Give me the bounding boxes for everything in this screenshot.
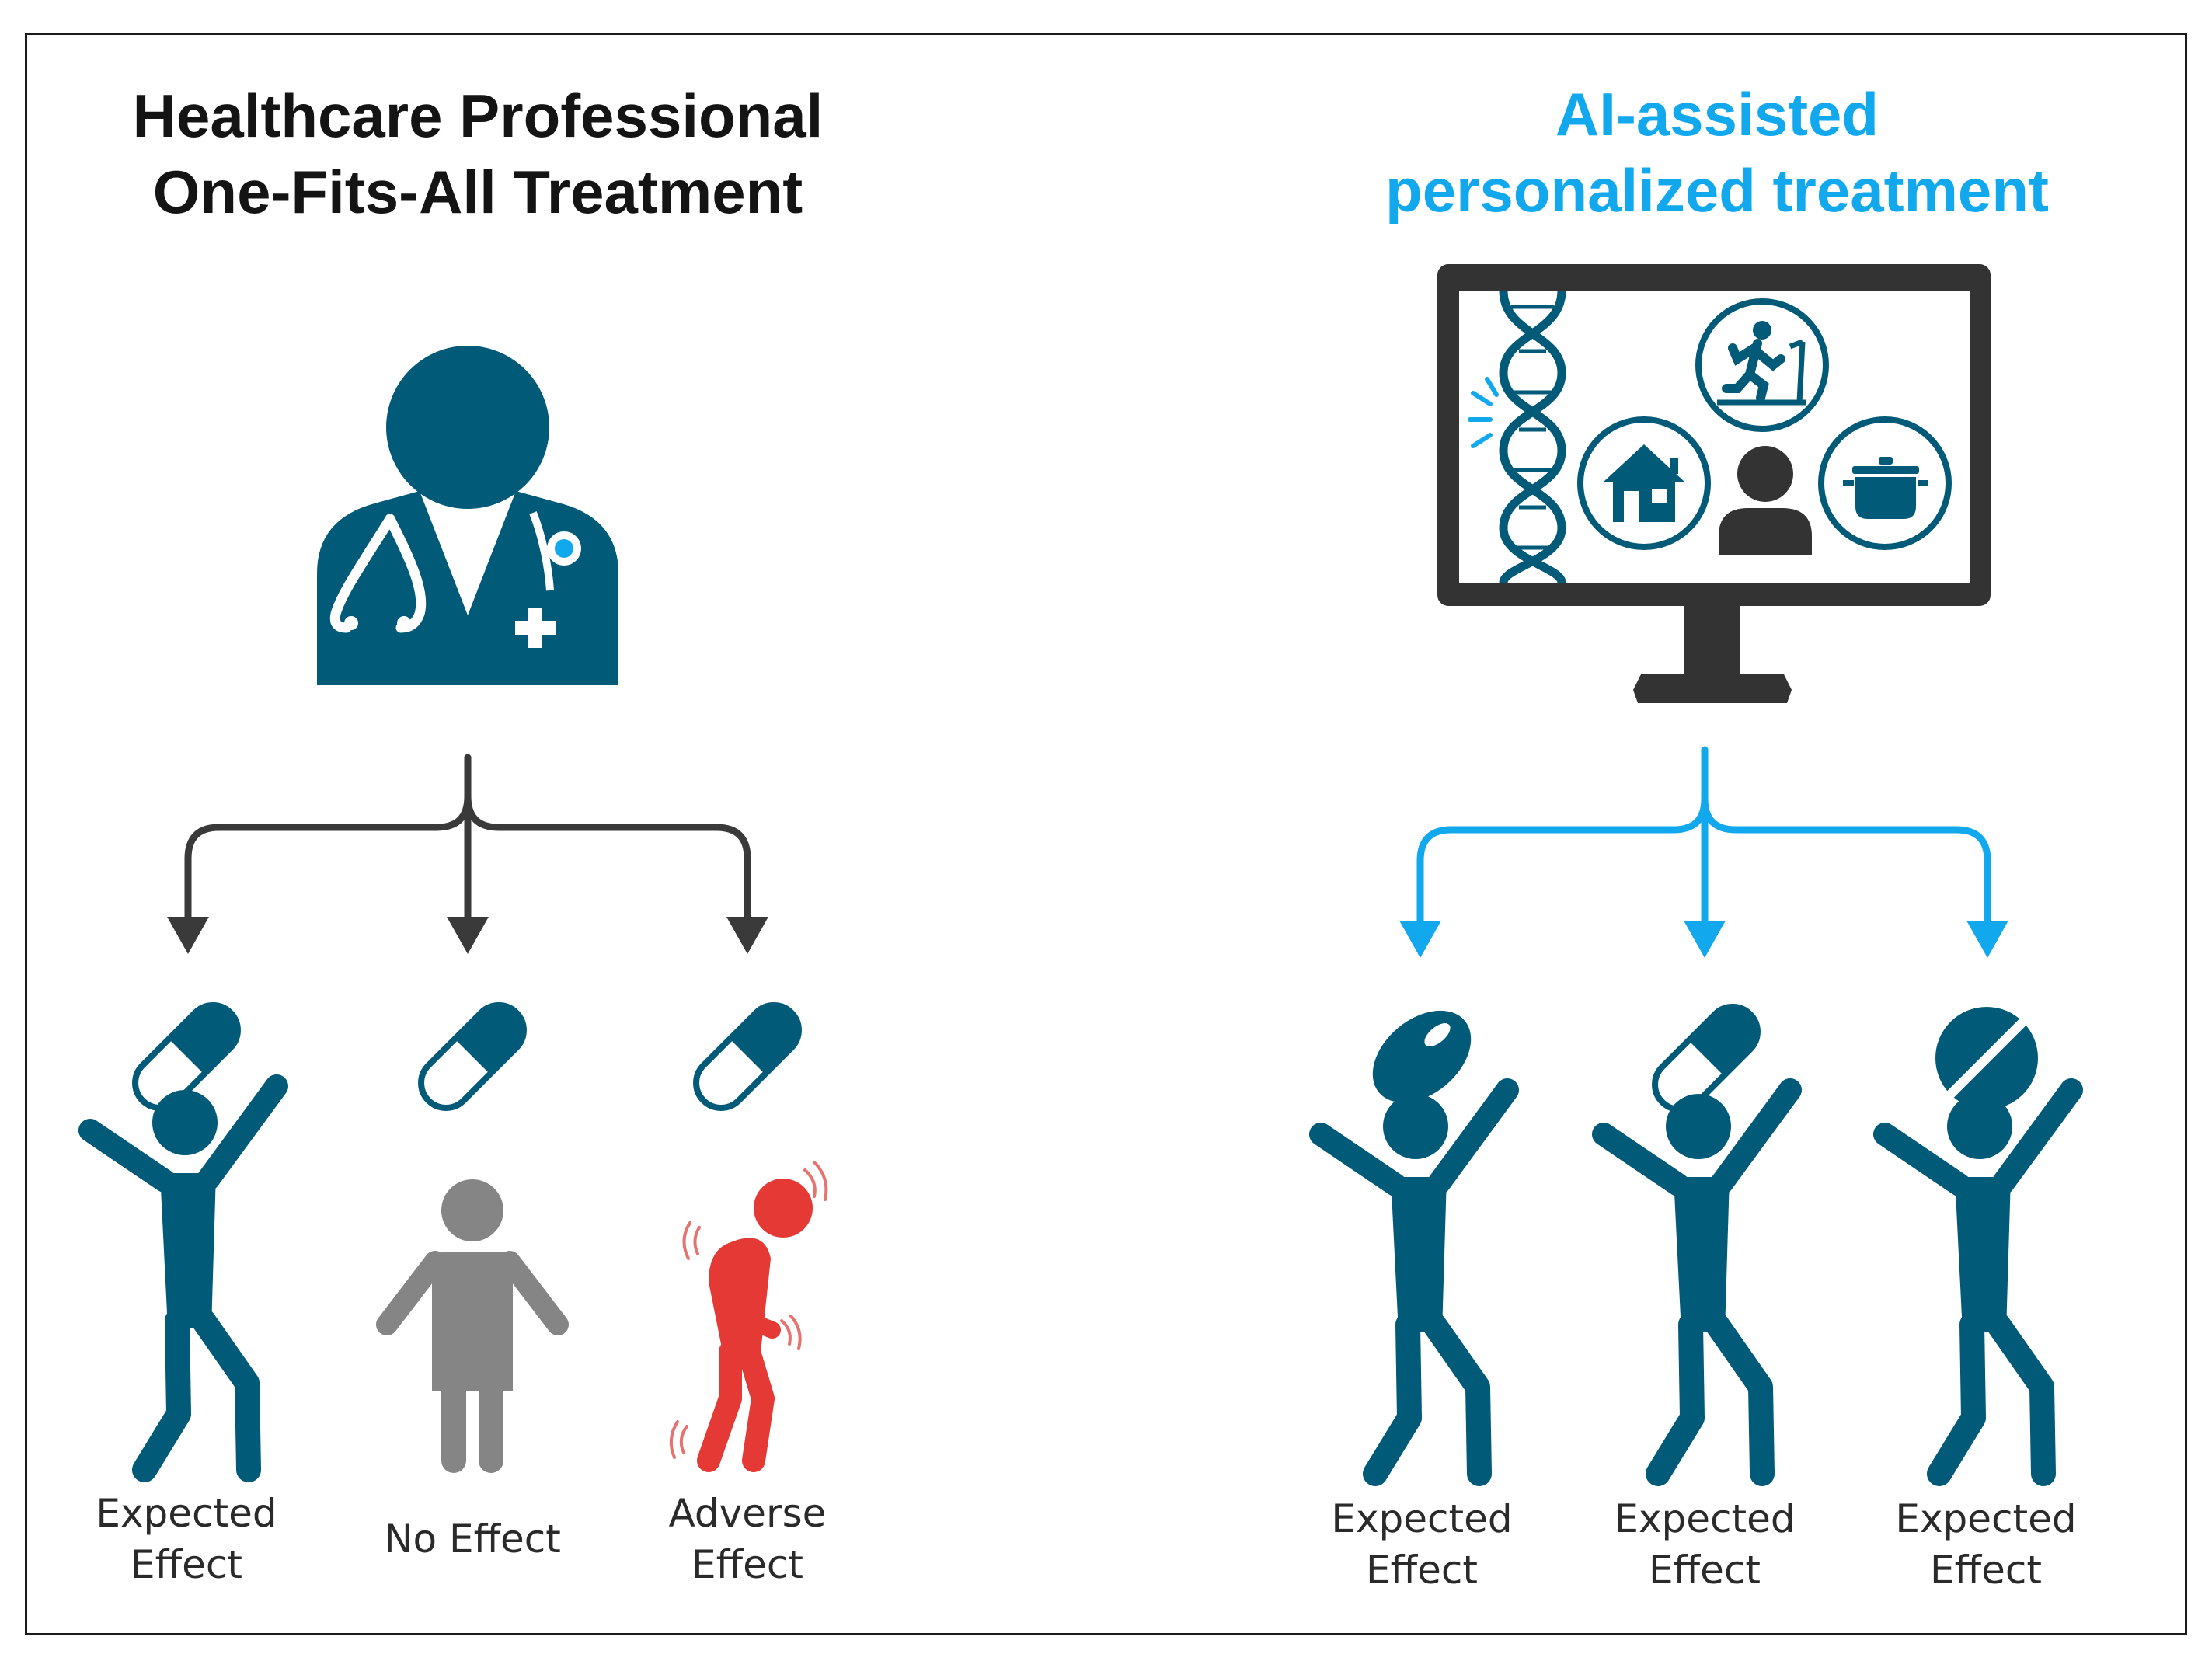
house-icon: [1577, 416, 1711, 550]
capsule-pill-icon: [686, 995, 809, 1118]
outcome-label-line: Expected: [1331, 1496, 1513, 1541]
right-title-line-2: personalized treatment: [1385, 156, 2049, 225]
outcome-label: Expected Effect: [70, 1488, 303, 1590]
arrowhead: [1399, 921, 1441, 958]
left-title-line-1: Healthcare Professional: [132, 82, 824, 150]
outcome-label-line: Expected: [1895, 1496, 2077, 1541]
outcome-label: No Effect: [356, 1513, 589, 1565]
arrowhead: [447, 917, 489, 954]
right-branch-arrows: [1416, 746, 1991, 925]
right-arrowheads: [1399, 921, 2008, 958]
outcome-label: Expected Effect: [1305, 1493, 1538, 1596]
happy-person-icon: [1321, 1090, 1507, 1474]
happy-person-icon: [90, 1086, 277, 1470]
arrowhead: [1684, 921, 1726, 958]
arrowhead: [167, 917, 209, 954]
outcome-label-line: Effect: [1930, 1548, 2042, 1593]
outcome-label: Expected Effect: [1869, 1493, 2102, 1596]
outcome-label-line: Effect: [1366, 1548, 1478, 1593]
outcome-label-line: Adverse: [668, 1491, 827, 1536]
dna-rungs: [1511, 305, 1554, 550]
happy-person-icon: [1604, 1090, 1790, 1474]
doctor-icon: [317, 346, 618, 685]
outcome-label: Adverse Effect: [631, 1488, 864, 1590]
right-title-line-1: AI-assisted: [1555, 80, 1879, 148]
treadmill-exercise-icon: [1695, 298, 1829, 432]
dna-spark-icon: [1468, 377, 1499, 448]
cooking-pot-icon: [1818, 416, 1952, 550]
round-tablet-icon: [1935, 1007, 2038, 1109]
arrowhead: [726, 917, 768, 954]
outcome-label-line: Expected: [96, 1491, 277, 1536]
figure-frame: [25, 33, 2187, 1635]
left-title-line-2: One-Fits-All Treatment: [152, 158, 803, 226]
computer-monitor-icon: [1437, 264, 1991, 703]
right-panel-title: AI-assisted personalized treatment: [1290, 76, 2144, 228]
left-arrowheads: [167, 917, 768, 954]
outcome-label-line: Effect: [131, 1542, 242, 1587]
patient-avatar-icon: [1719, 446, 1812, 555]
left-branch-arrows: [184, 754, 751, 925]
neutral-person-icon: [376, 1179, 569, 1473]
adverse-person-icon: [669, 1161, 828, 1472]
left-panel-title: Healthcare Professional One-Fits-All Tre…: [47, 78, 909, 230]
outcome-label-line: No Effect: [384, 1516, 561, 1562]
outcome-label-line: Effect: [1649, 1548, 1761, 1593]
outcome-label: Expected Effect: [1588, 1493, 1821, 1596]
outcome-label-line: Expected: [1614, 1496, 1796, 1541]
outcome-label-line: Effect: [691, 1542, 803, 1587]
happy-person-icon: [1885, 1090, 2071, 1474]
dna-icon: [1499, 290, 1566, 584]
capsule-pill-icon: [411, 995, 534, 1118]
arrowhead: [1966, 921, 2008, 958]
oval-tablet-icon: [1372, 1010, 1472, 1103]
